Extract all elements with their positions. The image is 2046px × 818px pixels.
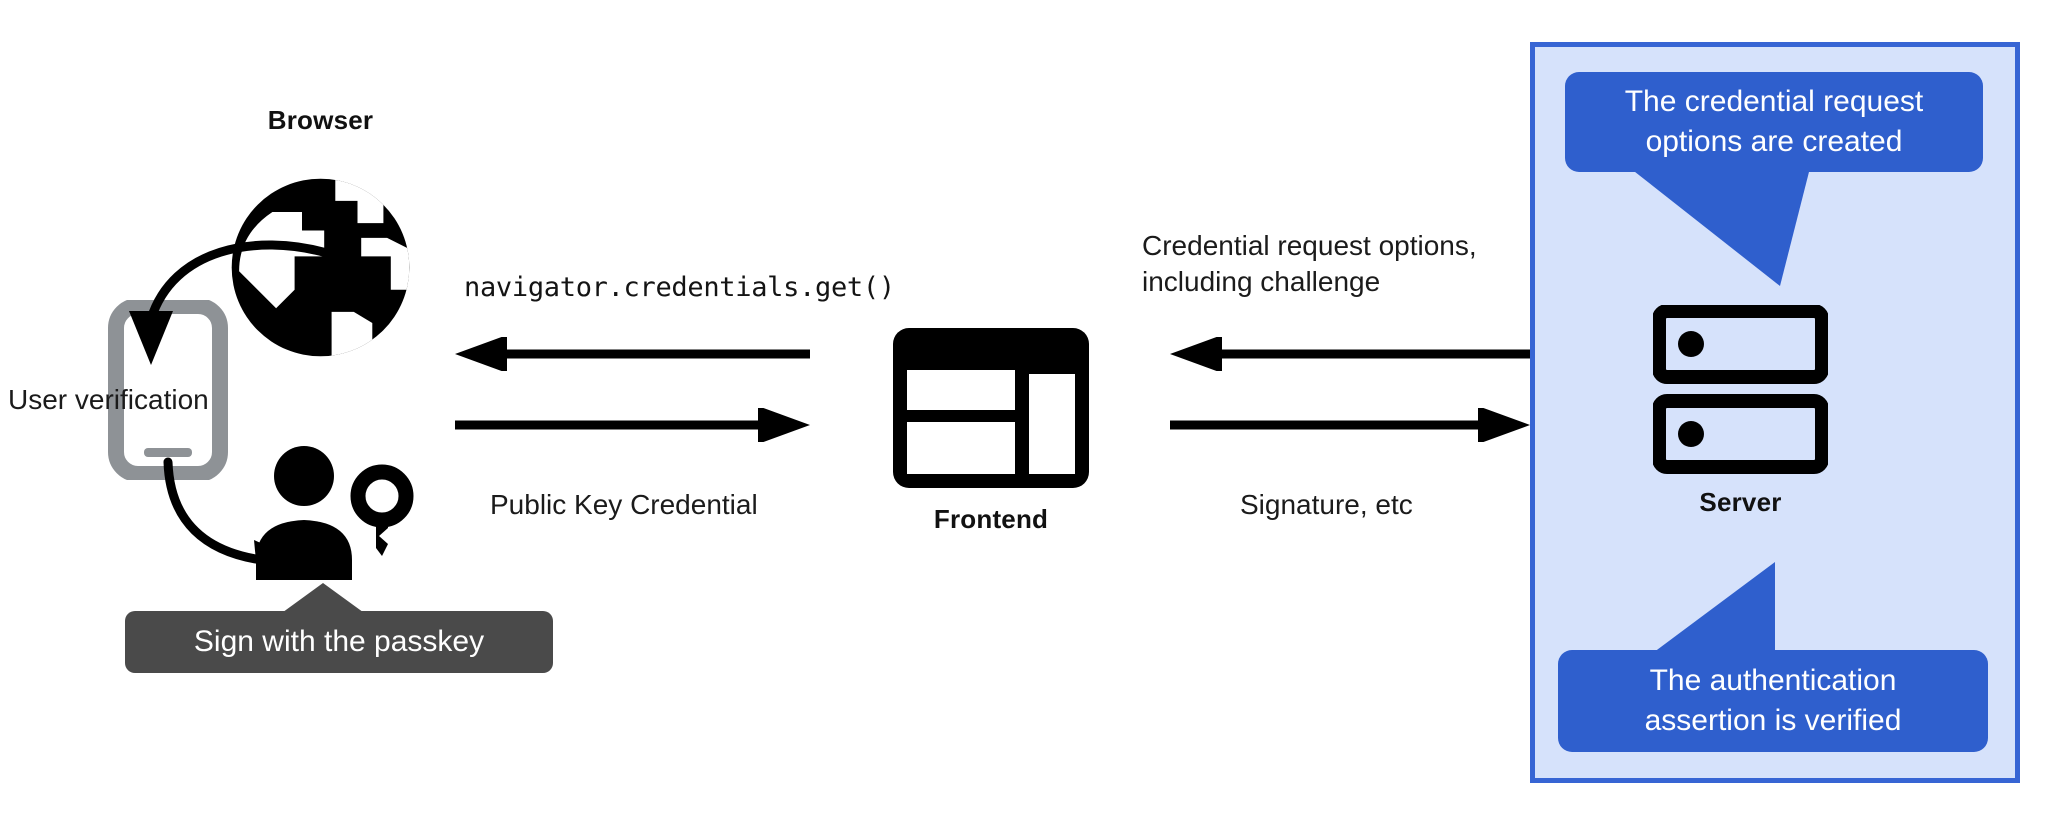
callout-bottom-line2: assertion is verified xyxy=(1644,704,1902,737)
frontend-label: Frontend xyxy=(933,504,1049,534)
arrow-frontend-to-browser xyxy=(455,337,810,371)
callout-top-tail xyxy=(1630,168,1810,286)
globe-icon xyxy=(231,178,410,357)
navigator-credentials-get-label: navigator.credentials.get() xyxy=(464,272,895,303)
user-verification-label: User verification xyxy=(8,384,209,415)
arrow-frontend-to-server xyxy=(1170,408,1530,442)
signature-etc-label: Signature, etc xyxy=(1240,489,1413,520)
browser-label: Browser xyxy=(267,105,374,135)
callout-bottom-line1: The authentication xyxy=(1649,664,1897,698)
person-with-key-icon xyxy=(256,446,414,580)
callout-credential-request-options: The credential request options are creat… xyxy=(1565,72,1983,172)
callout-top-line1: The credential request xyxy=(1624,85,1924,119)
server-rack-icon xyxy=(1653,305,1828,474)
callout-authentication-assertion: The authentication assertion is verified xyxy=(1558,650,1988,752)
server-label: Server xyxy=(1699,487,1782,517)
arrow-browser-to-frontend xyxy=(455,408,810,442)
credential-request-options-line2: including challenge xyxy=(1142,265,1381,297)
credential-request-options-label: Credential request options, including ch… xyxy=(1142,228,1542,300)
arrow-server-to-frontend xyxy=(1170,337,1530,371)
public-key-credential-label: Public Key Credential xyxy=(490,489,758,520)
tooltip-pointer xyxy=(279,583,367,615)
callout-top-line2: options are created xyxy=(1645,125,1903,158)
tooltip-sign-with-passkey: Sign with the passkey xyxy=(125,611,553,673)
callout-bottom-tail xyxy=(1630,562,1775,670)
arrow-browser-to-authenticator xyxy=(129,240,332,365)
credential-request-options-line1: Credential request options, xyxy=(1142,230,1477,261)
tooltip-sign-text: Sign with the passkey xyxy=(193,625,485,658)
window-layout-icon xyxy=(893,328,1089,488)
